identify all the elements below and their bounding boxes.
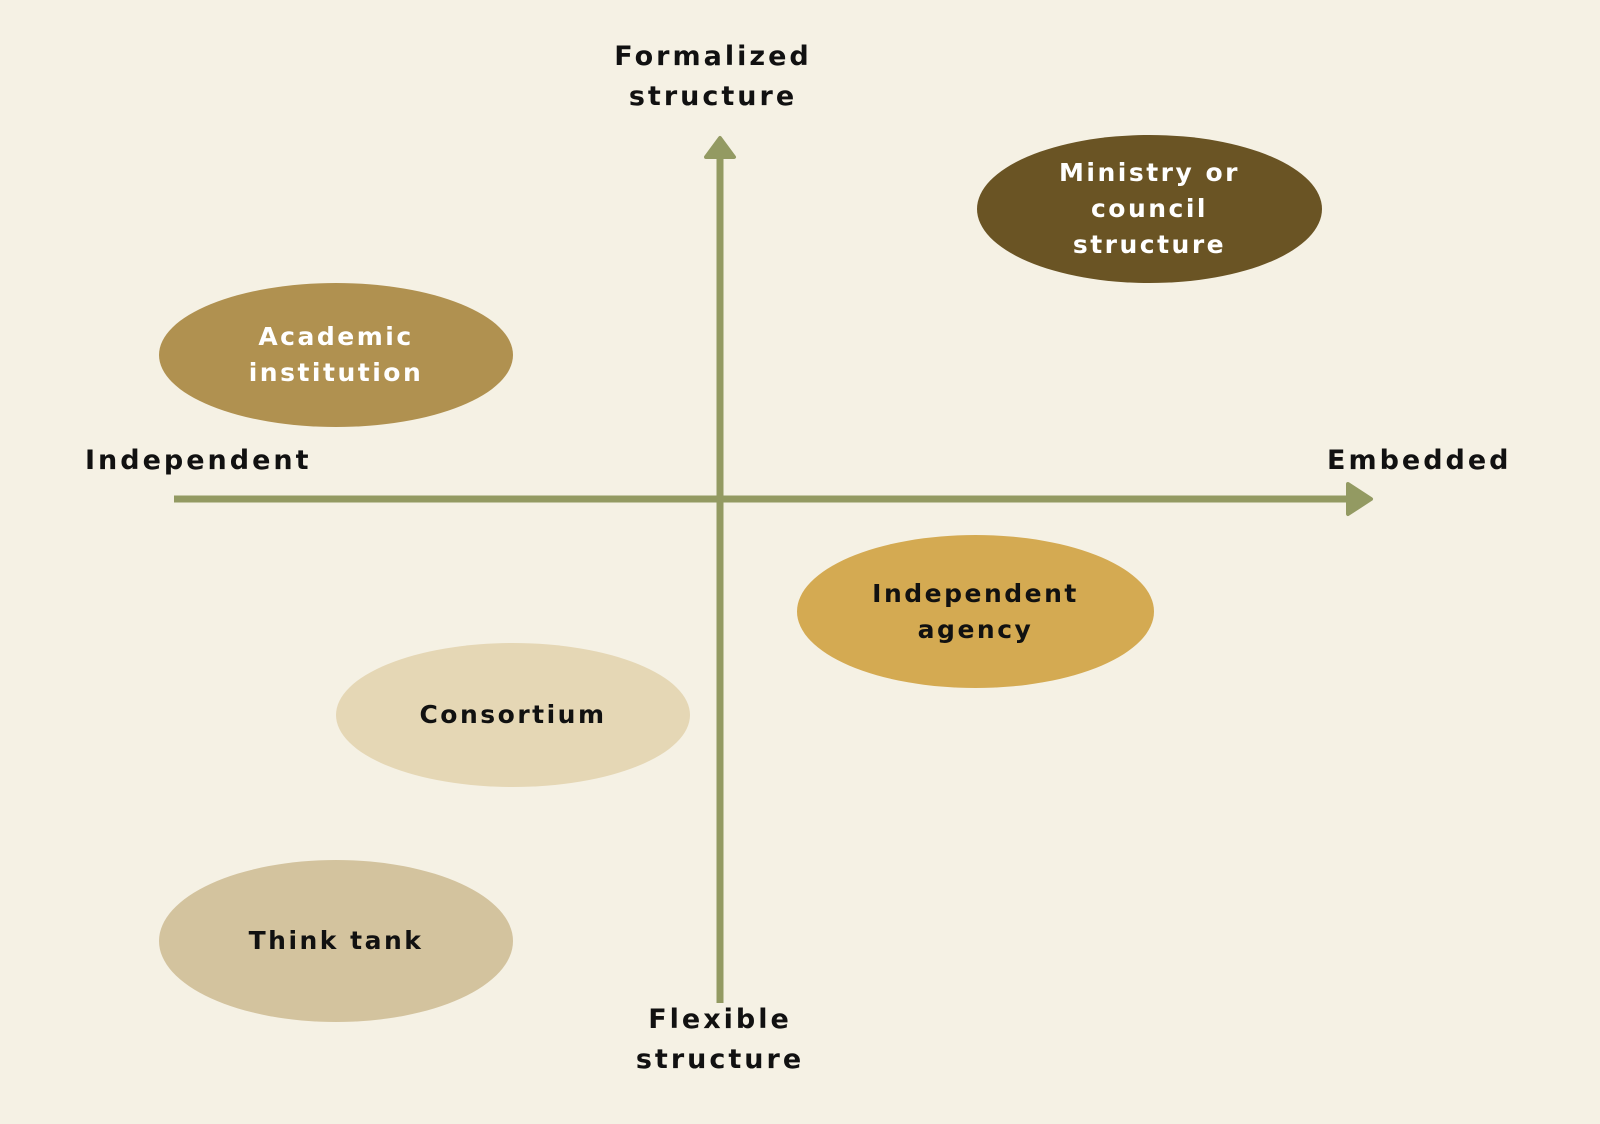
independent-agency-ellipse: Independent agency — [797, 535, 1154, 688]
ellipse-label-line: Independent — [872, 578, 1079, 608]
academic-institution-label: Academic institution — [249, 319, 424, 391]
axis-label-line: Flexible — [648, 1004, 792, 1035]
ellipse-label-line: institution — [248, 358, 424, 387]
consortium-label: Consortium — [419, 697, 606, 733]
ellipse-label-line: structure — [1072, 230, 1227, 259]
ellipse-label-line: Academic — [258, 322, 414, 351]
think-tank-label: Think tank — [249, 923, 424, 959]
ellipse-label-line: Ministry or — [1059, 158, 1240, 187]
ellipse-label-line: council — [1090, 194, 1209, 223]
independent-agency-label: Independent agency — [872, 576, 1079, 648]
axis-label-line: Formalized — [614, 41, 812, 72]
ellipse-label-line: agency — [917, 614, 1034, 644]
consortium-ellipse: Consortium — [336, 643, 690, 787]
axis-label-embedded: Embedded — [1327, 445, 1512, 476]
academic-institution-ellipse: Academic institution — [159, 283, 513, 427]
think-tank-ellipse: Think tank — [159, 860, 513, 1022]
axis-label-independent: Independent — [85, 445, 312, 476]
ellipse-label-line: Think tank — [248, 926, 424, 955]
axis-label-flexible: Flexible structure — [570, 1000, 870, 1080]
axis-label-line: structure — [628, 81, 798, 112]
up-arrowhead — [704, 136, 736, 159]
ministry-ellipse: Ministry or council structure — [977, 135, 1322, 283]
axis-label-formalized: Formalized structure — [563, 37, 863, 117]
right-arrowhead — [1346, 482, 1373, 516]
ministry-label: Ministry or council structure — [1059, 155, 1240, 263]
ellipse-label-line: Consortium — [419, 700, 607, 729]
axis-label-line: structure — [635, 1044, 805, 1075]
